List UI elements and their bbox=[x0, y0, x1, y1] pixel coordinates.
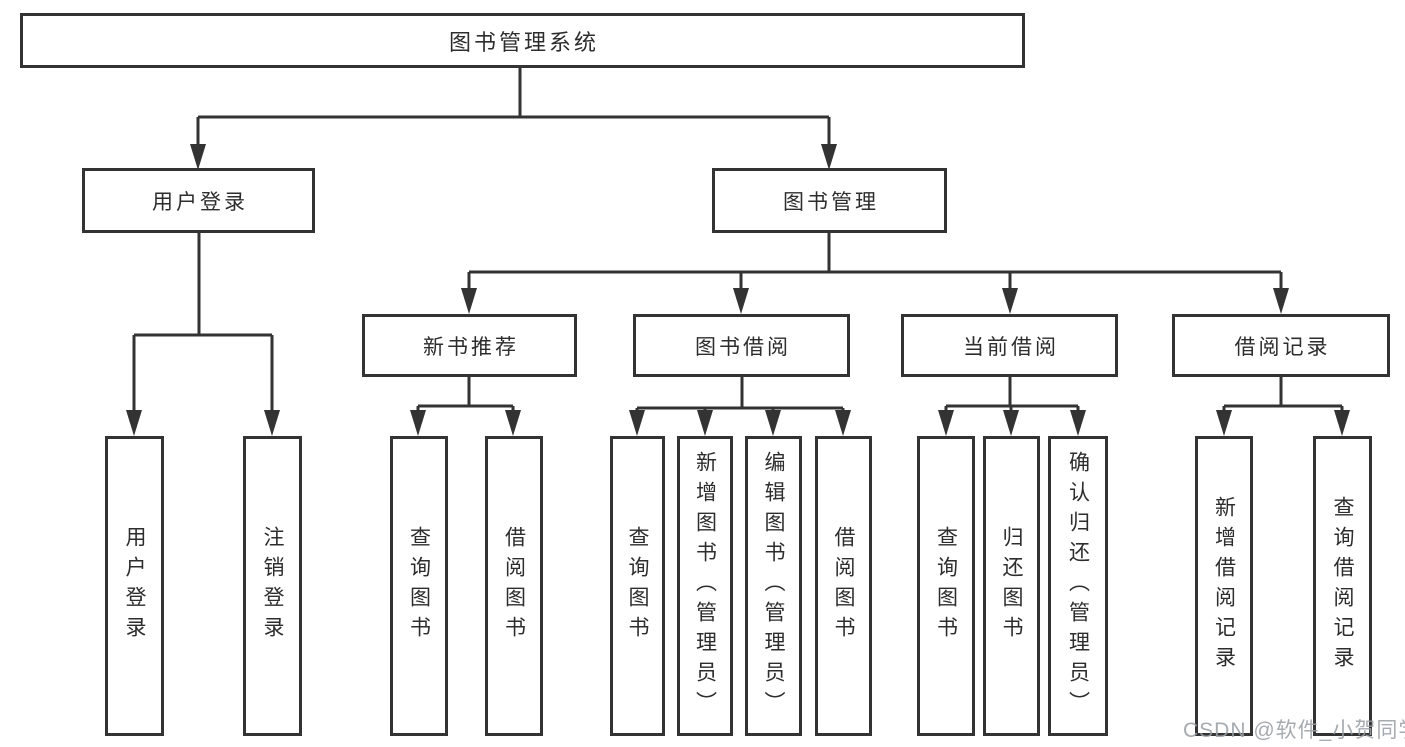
connector-current-borrow-branch bbox=[938, 377, 1086, 436]
node-book-borrowing: 图书借阅 bbox=[633, 314, 850, 377]
node-book-management: 图书管理 bbox=[712, 168, 947, 233]
leaf-borrow-books: 借阅图书 bbox=[485, 436, 543, 736]
node-user-login: 用户登录 bbox=[82, 168, 315, 233]
leaf-query-books: 查询图书 bbox=[917, 436, 975, 736]
leaf-user-login: 用户登录 bbox=[105, 436, 164, 736]
connector-user-login-branch bbox=[126, 233, 280, 436]
node-new-book-recommend: 新书推荐 bbox=[362, 314, 577, 377]
leaf-logout: 注销登录 bbox=[243, 436, 302, 736]
connector-root-branch bbox=[190, 68, 837, 170]
connector-book-borrow-branch bbox=[629, 377, 851, 436]
node-borrowing-records: 借阅记录 bbox=[1172, 314, 1390, 377]
leaf-add-book-admin: 新增图书（管理员） bbox=[677, 436, 733, 736]
leaf-query-books: 查询图书 bbox=[390, 436, 448, 736]
connector-new-book-rec-branch bbox=[410, 377, 521, 436]
node-current-borrowing: 当前借阅 bbox=[901, 314, 1118, 377]
csdn-watermark: CSDN @软件_小贺同学 bbox=[1183, 719, 1405, 742]
leaf-edit-book-admin: 编辑图书（管理员） bbox=[745, 436, 802, 736]
leaf-confirm-return-admin: 确认归还（管理员） bbox=[1048, 436, 1108, 736]
leaf-borrow-books: 借阅图书 bbox=[815, 436, 872, 736]
leaf-query-borrow-record: 查询借阅记录 bbox=[1313, 436, 1372, 736]
connector-borrow-records-branch bbox=[1216, 377, 1350, 436]
connector-book-mgmt-branch bbox=[461, 233, 1289, 314]
leaf-return-book: 归还图书 bbox=[983, 436, 1040, 736]
node-library-management-system: 图书管理系统 bbox=[20, 13, 1025, 68]
leaf-query-books: 查询图书 bbox=[610, 436, 665, 736]
leaf-add-borrow-record: 新增借阅记录 bbox=[1195, 436, 1253, 736]
